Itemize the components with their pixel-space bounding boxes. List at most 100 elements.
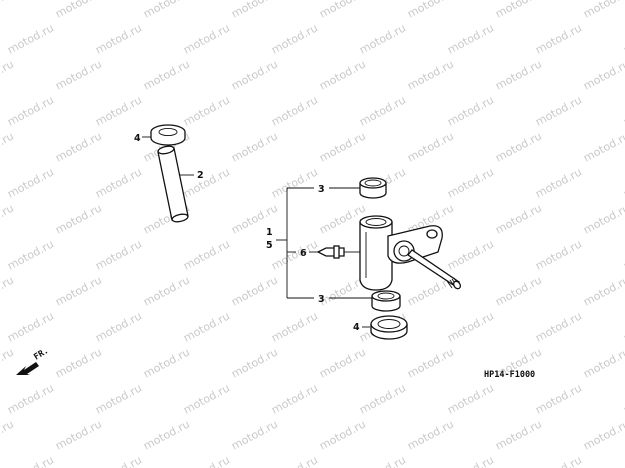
- fr-label: FR.: [32, 346, 50, 363]
- watermark-text: motod.ru: [5, 165, 56, 200]
- watermark-text: motod.ru: [621, 21, 625, 56]
- watermark-text: motod.ru: [53, 273, 104, 308]
- watermark-text: motod.ru: [621, 93, 625, 128]
- watermark-text: motod.ru: [5, 237, 56, 272]
- watermark-text: motod.ru: [581, 273, 625, 308]
- watermark-text: motod.ru: [357, 453, 408, 468]
- watermark-text: motod.ru: [405, 417, 456, 452]
- watermark-text: motod.ru: [269, 309, 320, 344]
- watermark-text: motod.ru: [0, 417, 16, 452]
- watermark-text: motod.ru: [229, 0, 280, 21]
- watermark-text: motod.ru: [181, 21, 232, 56]
- watermark-text: motod.ru: [181, 381, 232, 416]
- bushing-bottom: [371, 290, 401, 312]
- watermark-text: motod.ru: [229, 417, 280, 452]
- watermark-text: motod.ru: [5, 93, 56, 128]
- watermark-text: motod.ru: [533, 309, 584, 344]
- watermark-text: motod.ru: [621, 309, 625, 344]
- watermark-text: motod.ru: [141, 0, 192, 21]
- watermark-text: motod.ru: [0, 0, 16, 21]
- callout-2: 2: [197, 170, 204, 181]
- watermark-text: motod.ru: [317, 129, 368, 164]
- watermark-text: motod.ru: [181, 309, 232, 344]
- watermark-text: motod.ru: [533, 237, 584, 272]
- watermark-text: motod.ru: [533, 165, 584, 200]
- watermark-text: motod.ru: [581, 57, 625, 92]
- watermark-text: motod.ru: [581, 129, 625, 164]
- watermark-text: motod.ru: [445, 21, 496, 56]
- watermark-text: motod.ru: [581, 345, 625, 380]
- callout-4-bottom: 4: [353, 322, 360, 333]
- watermark-text: motod.ru: [445, 93, 496, 128]
- callout-6: 6: [300, 248, 307, 259]
- watermark-text: motod.ru: [621, 453, 625, 468]
- watermark-text: motod.ru: [445, 309, 496, 344]
- watermark-text: motod.ru: [445, 381, 496, 416]
- pipe-collar: [157, 145, 189, 223]
- watermark-text: motod.ru: [445, 237, 496, 272]
- watermark-text: motod.ru: [0, 345, 16, 380]
- grease-nipple: [316, 245, 360, 259]
- watermark-text: motod.ru: [181, 237, 232, 272]
- dust-seal-top: [150, 124, 186, 146]
- watermark-text: motod.ru: [533, 453, 584, 468]
- watermark-text: motod.ru: [141, 57, 192, 92]
- watermark-text: motod.ru: [493, 201, 544, 236]
- watermark-text: motod.ru: [269, 381, 320, 416]
- watermark-text: motod.ru: [93, 21, 144, 56]
- watermark-text: motod.ru: [621, 381, 625, 416]
- watermark-text: motod.ru: [581, 417, 625, 452]
- watermark-text: motod.ru: [141, 273, 192, 308]
- watermark-text: motod.ru: [357, 93, 408, 128]
- watermark-text: motod.ru: [5, 309, 56, 344]
- watermark-text: motod.ru: [493, 129, 544, 164]
- watermark-text: motod.ru: [621, 237, 625, 272]
- watermark-text: motod.ru: [53, 345, 104, 380]
- watermark-text: motod.ru: [493, 417, 544, 452]
- watermark-text: motod.ru: [317, 57, 368, 92]
- callout-3-top: 3: [318, 184, 325, 195]
- watermark-text: motod.ru: [405, 0, 456, 21]
- watermark-text: motod.ru: [181, 165, 232, 200]
- watermark-text: motod.ru: [53, 129, 104, 164]
- front-direction-arrow-icon: [16, 362, 39, 375]
- watermark-text: motod.ru: [357, 21, 408, 56]
- diagram-code: HP14-F1000: [484, 370, 535, 380]
- watermark-text: motod.ru: [93, 93, 144, 128]
- watermark-text: motod.ru: [317, 345, 368, 380]
- callout-4-top: 4: [134, 133, 141, 144]
- watermark-text: motod.ru: [445, 165, 496, 200]
- watermark-text: motod.ru: [533, 381, 584, 416]
- watermark-text: motod.ru: [317, 417, 368, 452]
- dust-seal-bottom: [370, 315, 408, 340]
- watermark-text: motod.ru: [317, 0, 368, 21]
- watermark-text: motod.ru: [0, 129, 16, 164]
- bushing-top: [359, 177, 387, 199]
- watermark-text: motod.ru: [445, 453, 496, 468]
- watermark-text: motod.ru: [93, 165, 144, 200]
- watermark-text: motod.ru: [229, 57, 280, 92]
- watermark-text: motod.ru: [405, 57, 456, 92]
- watermark-text: motod.ru: [0, 201, 16, 236]
- watermark-text: motod.ru: [269, 237, 320, 272]
- watermark-text: motod.ru: [405, 129, 456, 164]
- watermark-text: motod.ru: [0, 57, 16, 92]
- watermark-text: motod.ru: [229, 129, 280, 164]
- watermark-text: motod.ru: [405, 345, 456, 380]
- watermark-text: motod.ru: [181, 93, 232, 128]
- watermark-text: motod.ru: [493, 273, 544, 308]
- callout-1: 1: [266, 227, 273, 238]
- watermark-text: motod.ru: [0, 273, 16, 308]
- watermark-text: motod.ru: [581, 0, 625, 21]
- watermark-text: motod.ru: [53, 0, 104, 21]
- watermark-text: motod.ru: [269, 93, 320, 128]
- watermark-text: motod.ru: [93, 381, 144, 416]
- watermark-text: motod.ru: [269, 453, 320, 468]
- watermark-text: motod.ru: [493, 0, 544, 21]
- watermark-text: motod.ru: [229, 345, 280, 380]
- watermark-text: motod.ru: [229, 273, 280, 308]
- watermark-text: motod.ru: [493, 57, 544, 92]
- watermark-text: motod.ru: [141, 345, 192, 380]
